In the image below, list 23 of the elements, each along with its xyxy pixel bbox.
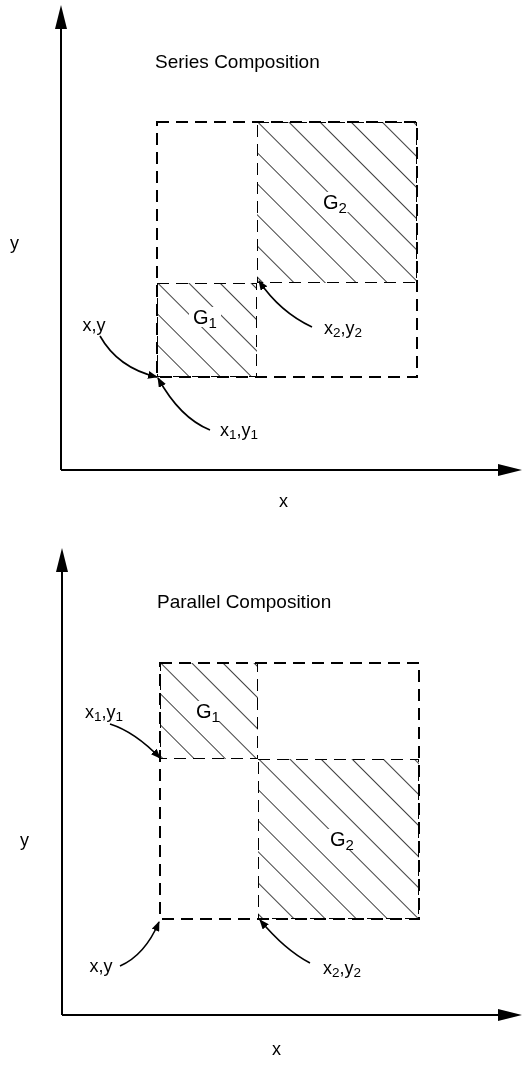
leader-arrow xyxy=(109,723,161,759)
point-label: x$_{2}$,y$_{2}$ xyxy=(310,956,374,980)
leader-arrow xyxy=(157,377,211,431)
panel-title: Parallel Composition xyxy=(157,590,332,614)
leader-arrow xyxy=(99,335,158,379)
point-label: x$_{2}$,y$_{2}$ xyxy=(312,316,374,340)
axis-label: y xyxy=(20,829,29,852)
hatched-region xyxy=(257,122,417,283)
point-label: x$_{1}$,y$_{1}$ xyxy=(76,700,132,724)
axis-label: x xyxy=(272,1038,281,1061)
region-label: G$_{1}$ xyxy=(189,307,221,327)
panel-title: Series Composition xyxy=(155,50,320,74)
point-label: x$_{1}$,y$_{1}$ xyxy=(210,418,268,442)
point-label: x,y xyxy=(82,955,120,977)
point-label: x,y xyxy=(76,314,112,336)
leader-arrow xyxy=(119,921,160,967)
axis-label: y xyxy=(10,232,19,255)
leader-arrow xyxy=(259,919,311,964)
hatched-region xyxy=(160,663,258,759)
leader-arrow xyxy=(258,280,313,328)
axis-label: x xyxy=(279,490,288,513)
hatched-region xyxy=(258,759,419,919)
hatched-region xyxy=(157,283,257,377)
